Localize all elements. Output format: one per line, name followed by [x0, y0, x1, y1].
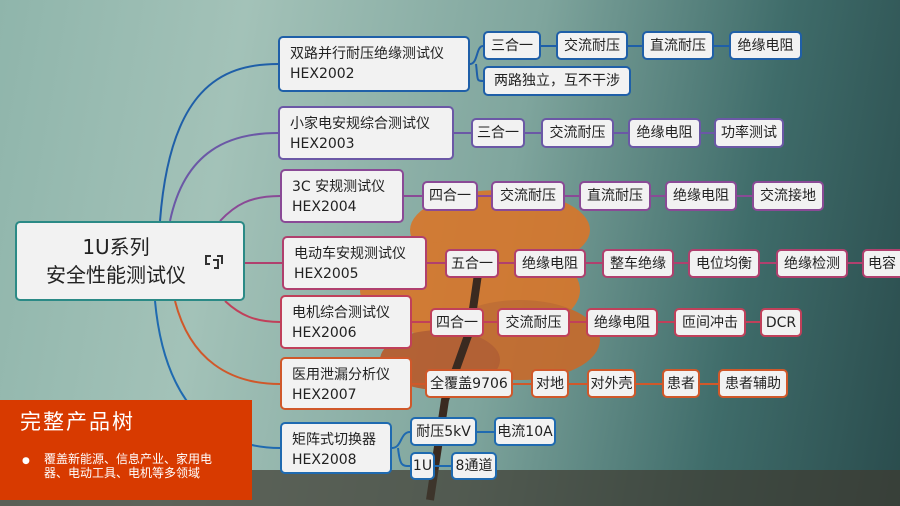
product-name: 电机综合测试仪	[292, 305, 390, 321]
product-node-hex2007[interactable]: 医用泄漏分析仪 HEX2007	[280, 357, 412, 410]
feature-node[interactable]: 绝缘电阻	[628, 118, 701, 148]
product-node-hex2008[interactable]: 矩阵式切换器 HEX2008	[280, 422, 392, 474]
feature-node[interactable]: 绝缘电阻	[586, 308, 658, 337]
product-model: HEX2002	[290, 66, 355, 82]
feature-node[interactable]: 整车绝缘	[602, 249, 674, 278]
product-node-hex2004[interactable]: 3C 安规测试仪 HEX2004	[280, 169, 404, 223]
feature-node[interactable]: 匝间冲击	[674, 308, 746, 337]
bullet-icon: ●	[22, 456, 30, 466]
feature-node[interactable]: 电流10A	[494, 417, 556, 446]
feature-node[interactable]: 交流耐压	[491, 181, 565, 211]
product-name: 电动车安规测试仪	[294, 246, 406, 262]
feature-node[interactable]: 交流耐压	[556, 31, 628, 60]
product-node-hex2003[interactable]: 小家电安规综合测试仪 HEX2003	[278, 106, 454, 160]
feature-node[interactable]: 电位均衡	[688, 249, 760, 278]
product-model: HEX2005	[294, 266, 359, 282]
root-title-line2: 安全性能测试仪	[46, 263, 186, 287]
product-node-hex2006[interactable]: 电机综合测试仪 HEX2006	[280, 295, 412, 349]
link-icon[interactable]	[203, 253, 225, 271]
feature-node[interactable]: 三合一	[483, 31, 541, 60]
feature-node[interactable]: 五合一	[445, 249, 499, 278]
product-model: HEX2003	[290, 136, 355, 152]
feature-node[interactable]: 对外壳	[587, 369, 636, 398]
feature-node[interactable]: 耐压5kV	[410, 417, 477, 446]
root-node[interactable]: 1U系列 安全性能测试仪	[15, 221, 245, 301]
feature-node[interactable]: 两路独立，互不干涉	[483, 66, 631, 96]
feature-node[interactable]: 全覆盖9706	[425, 369, 513, 398]
product-name: 3C 安规测试仪	[292, 179, 386, 195]
feature-node[interactable]: 对地	[531, 369, 569, 398]
product-node-hex2005[interactable]: 电动车安规测试仪 HEX2005	[282, 236, 427, 290]
feature-node[interactable]: 三合一	[471, 118, 525, 148]
feature-node[interactable]: 绝缘电阻	[729, 31, 802, 60]
product-node-hex2002[interactable]: 双路并行耐压绝缘测试仪 HEX2002	[278, 36, 470, 92]
product-model: HEX2004	[292, 199, 357, 215]
feature-node[interactable]: DCR	[760, 308, 802, 337]
feature-node[interactable]: 患者	[662, 369, 700, 398]
feature-node[interactable]: 患者辅助	[718, 369, 788, 398]
tree-trunk	[426, 259, 484, 501]
panel-bullet-text: 覆盖新能源、信息产业、家用电器、电动工具、电机等多领域	[44, 452, 213, 480]
feature-node[interactable]: 四合一	[422, 181, 478, 211]
product-name: 医用泄漏分析仪	[292, 367, 390, 383]
product-name: 矩阵式切换器	[292, 432, 376, 448]
feature-node[interactable]: 交流耐压	[541, 118, 614, 148]
panel-title: 完整产品树	[20, 410, 135, 434]
summary-panel: 完整产品树 ● 覆盖新能源、信息产业、家用电器、电动工具、电机等多领域	[0, 400, 252, 500]
branch-connectors	[154, 45, 862, 467]
feature-node[interactable]: 绝缘检测	[776, 249, 848, 278]
product-name: 小家电安规综合测试仪	[290, 116, 430, 132]
feature-node[interactable]: 1U	[410, 452, 435, 480]
feature-node[interactable]: 8通道	[451, 452, 497, 480]
feature-node[interactable]: 电容	[862, 249, 900, 278]
product-name: 双路并行耐压绝缘测试仪	[290, 46, 444, 62]
product-model: HEX2007	[292, 387, 357, 403]
feature-node[interactable]: 绝缘电阻	[665, 181, 737, 211]
product-model: HEX2006	[292, 325, 357, 341]
feature-node[interactable]: 功率测试	[714, 118, 784, 148]
feature-node[interactable]: 直流耐压	[642, 31, 714, 60]
root-title-line1: 1U系列	[82, 235, 150, 259]
product-model: HEX2008	[292, 452, 357, 468]
feature-node[interactable]: 四合一	[430, 308, 484, 337]
feature-node[interactable]: 交流接地	[752, 181, 824, 211]
feature-node[interactable]: 绝缘电阻	[514, 249, 586, 278]
feature-node[interactable]: 直流耐压	[579, 181, 651, 211]
feature-node[interactable]: 交流耐压	[497, 308, 570, 337]
